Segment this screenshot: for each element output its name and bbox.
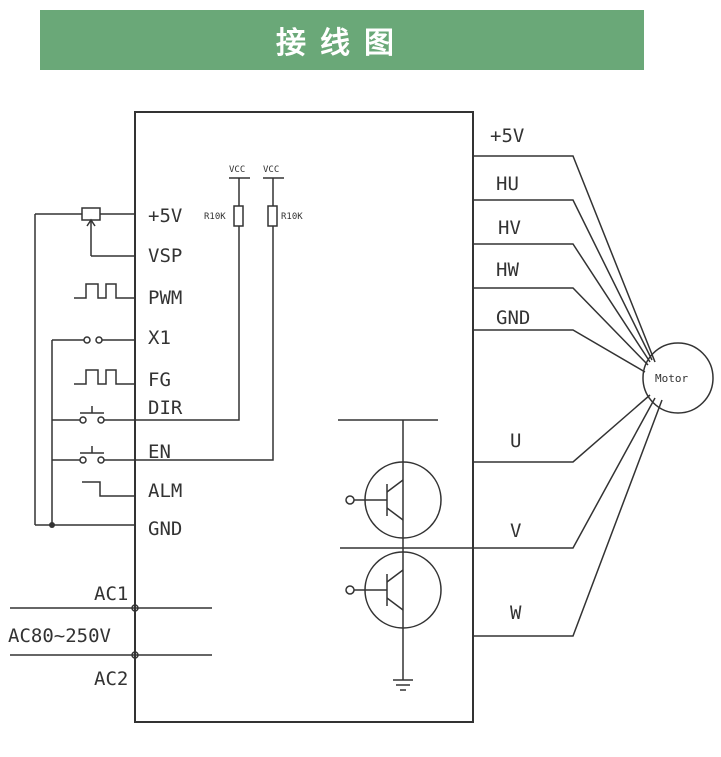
pin-label-right-gnd: GND [496,307,530,329]
vcc-label-2: VCC [263,165,279,175]
pin-label-vsp: VSP [148,245,182,267]
motor [642,342,714,414]
pin-label-en: EN [148,441,171,463]
resistor-label-2: R10K [281,212,303,222]
title-banner: 接线图 [40,10,644,70]
pin-label-u: U [510,430,521,452]
ac1-label: AC1 [94,583,128,605]
motor-label: Motor [655,372,688,385]
controller-box [134,111,474,723]
resistor-label-1: R10K [204,212,226,222]
resistor-1 [233,205,244,227]
pin-label-hv: HV [498,217,521,239]
pin-label-gnd: GND [148,518,182,540]
vcc-label-1: VCC [229,165,245,175]
pin-label-pwm: PWM [148,287,182,309]
pin-label-w: W [510,602,522,624]
ac-range-label: AC80~250V [8,625,111,647]
pin-label-right-5v: +5V [490,125,524,147]
ac2-label: AC2 [94,668,128,690]
pin-label-v: V [510,520,521,542]
pin-label-dir: DIR [148,397,183,419]
resistor-2 [267,205,278,227]
pin-label-fg: FG [148,369,171,391]
pin-label-alm: ALM [148,480,182,502]
diagram-title: 接线图 [276,26,408,61]
pin-label-hw: HW [496,259,519,281]
potentiometer [81,207,101,221]
pin-label-5v: +5V [148,205,182,227]
pin-label-hu: HU [496,173,519,195]
pin-label-x1: X1 [148,327,171,349]
